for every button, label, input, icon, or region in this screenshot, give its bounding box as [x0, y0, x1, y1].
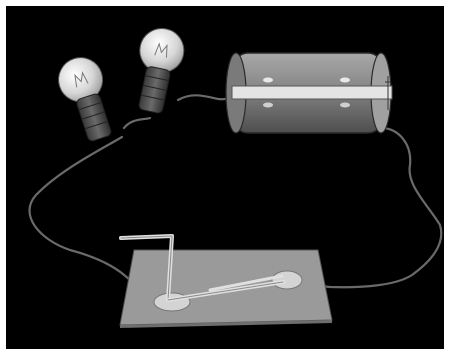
- battery: [226, 53, 392, 133]
- switch-terminal-right: [272, 271, 302, 289]
- battery-band: [232, 86, 392, 99]
